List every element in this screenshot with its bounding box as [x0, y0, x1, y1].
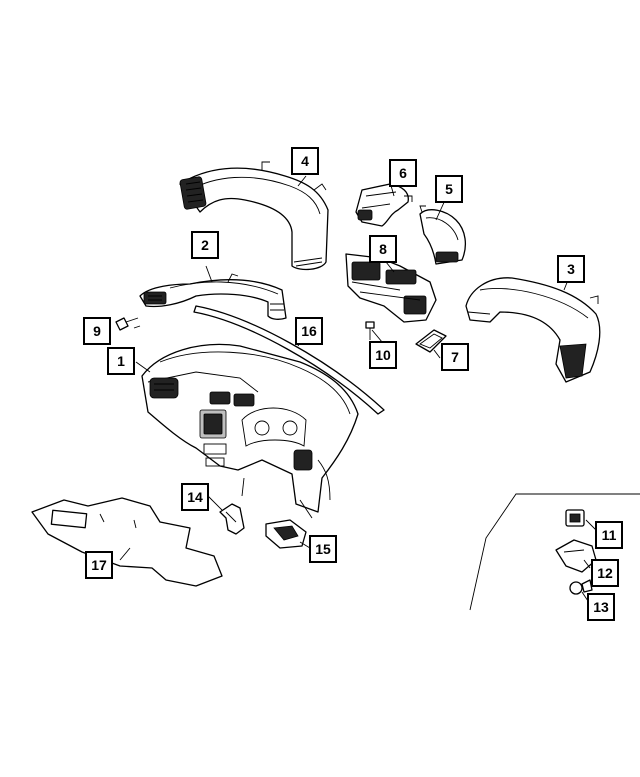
callout-2-label: 2 — [201, 237, 209, 253]
part-5-duct[interactable] — [419, 205, 467, 265]
callout-6-label: 6 — [399, 165, 407, 181]
part-7-bezel[interactable] — [415, 329, 447, 353]
part-14-bracket[interactable] — [219, 503, 245, 535]
callout-13-label: 13 — [593, 599, 609, 615]
part-15-vent-bezel[interactable] — [265, 519, 307, 549]
part-3-air-duct[interactable] — [465, 277, 601, 383]
callout-6[interactable]: 6 — [389, 159, 417, 187]
callout-8[interactable]: 8 — [369, 235, 397, 263]
part-9-screw[interactable] — [115, 317, 139, 331]
callout-4[interactable]: 4 — [291, 147, 319, 175]
callout-12-label: 12 — [597, 565, 613, 581]
callout-3-label: 3 — [567, 261, 575, 277]
callout-10-label: 10 — [375, 347, 391, 363]
callout-2[interactable]: 2 — [191, 231, 219, 259]
part-8-duct-assembly[interactable] — [345, 253, 437, 323]
callout-15[interactable]: 15 — [309, 535, 337, 563]
part-6-duct[interactable] — [355, 183, 413, 227]
callout-13[interactable]: 13 — [587, 593, 615, 621]
callout-1[interactable]: 1 — [107, 347, 135, 375]
callout-7-label: 7 — [451, 349, 459, 365]
part-13-fastener[interactable] — [569, 579, 593, 595]
callout-17-label: 17 — [91, 557, 107, 573]
callout-5[interactable]: 5 — [435, 175, 463, 203]
callout-17[interactable]: 17 — [85, 551, 113, 579]
callout-15-label: 15 — [315, 541, 331, 557]
inset-frame — [469, 493, 640, 611]
callout-11-label: 11 — [602, 527, 617, 543]
part-1-instrument-panel[interactable] — [141, 343, 359, 513]
callout-14-label: 14 — [187, 489, 203, 505]
part-10-screw[interactable] — [365, 321, 375, 340]
part-2-air-duct[interactable] — [139, 273, 287, 320]
callout-4-label: 4 — [301, 153, 309, 169]
callout-3[interactable]: 3 — [557, 255, 585, 283]
callout-16-label: 16 — [301, 323, 317, 339]
part-12-bracket[interactable] — [555, 539, 597, 573]
part-16-trim-strip[interactable] — [193, 305, 385, 415]
callout-11[interactable]: 11 — [595, 521, 623, 549]
callout-12[interactable]: 12 — [591, 559, 619, 587]
callout-9-label: 9 — [93, 323, 101, 339]
callout-8-label: 8 — [379, 241, 387, 257]
callout-10[interactable]: 10 — [369, 341, 397, 369]
callout-9[interactable]: 9 — [83, 317, 111, 345]
part-17-insulator[interactable] — [31, 497, 223, 587]
part-11-clip[interactable] — [565, 509, 585, 527]
callout-5-label: 5 — [445, 181, 453, 197]
part-4-air-duct[interactable] — [179, 161, 329, 271]
callout-16[interactable]: 16 — [295, 317, 323, 345]
callout-14[interactable]: 14 — [181, 483, 209, 511]
callout-7[interactable]: 7 — [441, 343, 469, 371]
callout-1-label: 1 — [117, 353, 125, 369]
